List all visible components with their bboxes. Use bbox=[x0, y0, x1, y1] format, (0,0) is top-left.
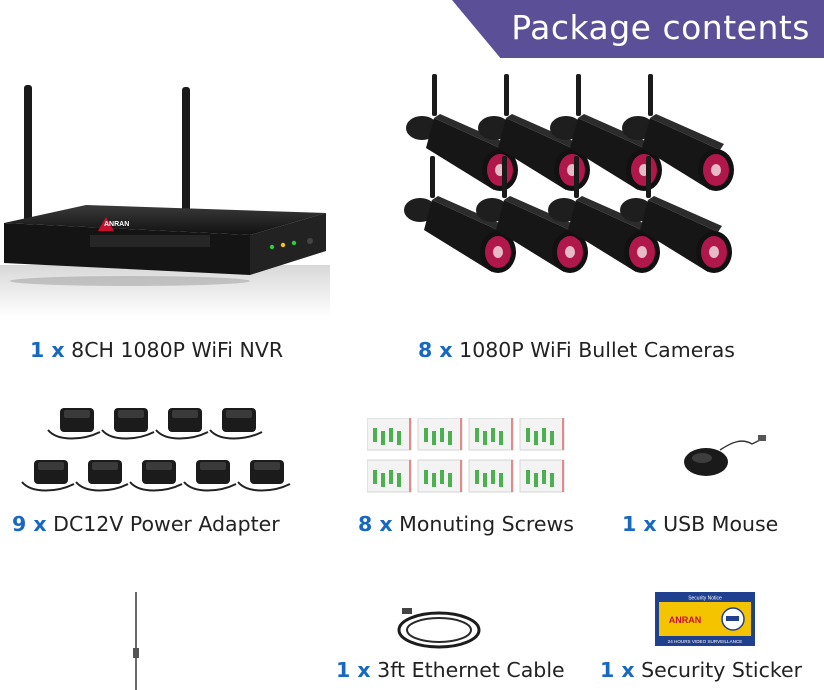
sticker-brand: ANRAN bbox=[669, 615, 702, 625]
screw-bag bbox=[519, 459, 565, 493]
cameras-label: 1080P WiFi Bullet Cameras bbox=[459, 338, 735, 362]
mouse-qty: 1 x bbox=[622, 512, 657, 536]
power-adapter bbox=[47, 408, 101, 440]
bullet-camera-image bbox=[396, 72, 766, 304]
power-adapter bbox=[155, 408, 209, 440]
banner-title: Package contents bbox=[511, 8, 810, 47]
power-adapter bbox=[21, 460, 75, 492]
security-sticker-image: Security Notice ANRAN 24 HOURS VIDEO SUR… bbox=[655, 592, 755, 646]
screw-bag bbox=[468, 459, 514, 493]
adapter-caption: 9 x DC12V Power Adapter bbox=[12, 512, 280, 536]
ethernet-caption: 1 x 3ft Ethernet Cable bbox=[336, 658, 565, 682]
antenna-image bbox=[126, 592, 146, 690]
screws-caption: 8 x Monuting Screws bbox=[358, 512, 574, 536]
sticker-qty: 1 x bbox=[600, 658, 635, 682]
mouse-caption: 1 x USB Mouse bbox=[622, 512, 778, 536]
bullet-camera bbox=[404, 156, 516, 273]
nvr-brand-logo: ANRAN bbox=[104, 221, 129, 228]
power-adapter bbox=[237, 460, 291, 492]
power-adapter-image bbox=[14, 400, 294, 500]
ethernet-label: 3ft Ethernet Cable bbox=[377, 658, 565, 682]
screw-bag bbox=[468, 418, 514, 451]
bullet-camera bbox=[548, 156, 660, 273]
nvr-label: 8CH 1080P WiFi NVR bbox=[71, 338, 284, 362]
adapter-qty: 9 x bbox=[12, 512, 47, 536]
sticker-header: Security Notice bbox=[688, 596, 722, 602]
cameras-qty: 8 x bbox=[418, 338, 453, 362]
screw-bag bbox=[417, 459, 463, 493]
bullet-camera bbox=[476, 156, 588, 273]
screws-qty: 8 x bbox=[358, 512, 393, 536]
cameras-caption: 8 x 1080P WiFi Bullet Cameras bbox=[418, 338, 735, 362]
screws-label: Monuting Screws bbox=[399, 512, 574, 536]
nvr-qty: 1 x bbox=[30, 338, 65, 362]
screw-pack-image bbox=[367, 418, 567, 494]
ethernet-qty: 1 x bbox=[336, 658, 371, 682]
power-adapter bbox=[129, 460, 183, 492]
adapter-label: DC12V Power Adapter bbox=[53, 512, 280, 536]
sticker-caption: 1 x Security Sticker bbox=[600, 658, 802, 682]
bullet-camera bbox=[622, 74, 734, 191]
sticker-label: Security Sticker bbox=[641, 658, 803, 682]
package-contents-banner: Package contents bbox=[452, 0, 824, 58]
ethernet-cable-image bbox=[396, 604, 482, 652]
power-adapter bbox=[209, 408, 263, 440]
screw-bag bbox=[417, 418, 463, 451]
mouse-label: USB Mouse bbox=[663, 512, 779, 536]
sticker-footer: 24 HOURS VIDEO SURVEILLANCE bbox=[668, 639, 743, 644]
power-adapter bbox=[101, 408, 155, 440]
power-adapter bbox=[183, 460, 237, 492]
screw-bag bbox=[519, 418, 565, 451]
usb-mouse-image bbox=[680, 430, 770, 486]
nvr-caption: 1 x 8CH 1080P WiFi NVR bbox=[30, 338, 283, 362]
bullet-camera bbox=[620, 156, 732, 273]
power-adapter bbox=[75, 460, 129, 492]
nvr-recorder-image: ANRAN bbox=[0, 85, 330, 317]
screw-bag bbox=[367, 459, 412, 493]
screw-bag bbox=[367, 418, 412, 451]
